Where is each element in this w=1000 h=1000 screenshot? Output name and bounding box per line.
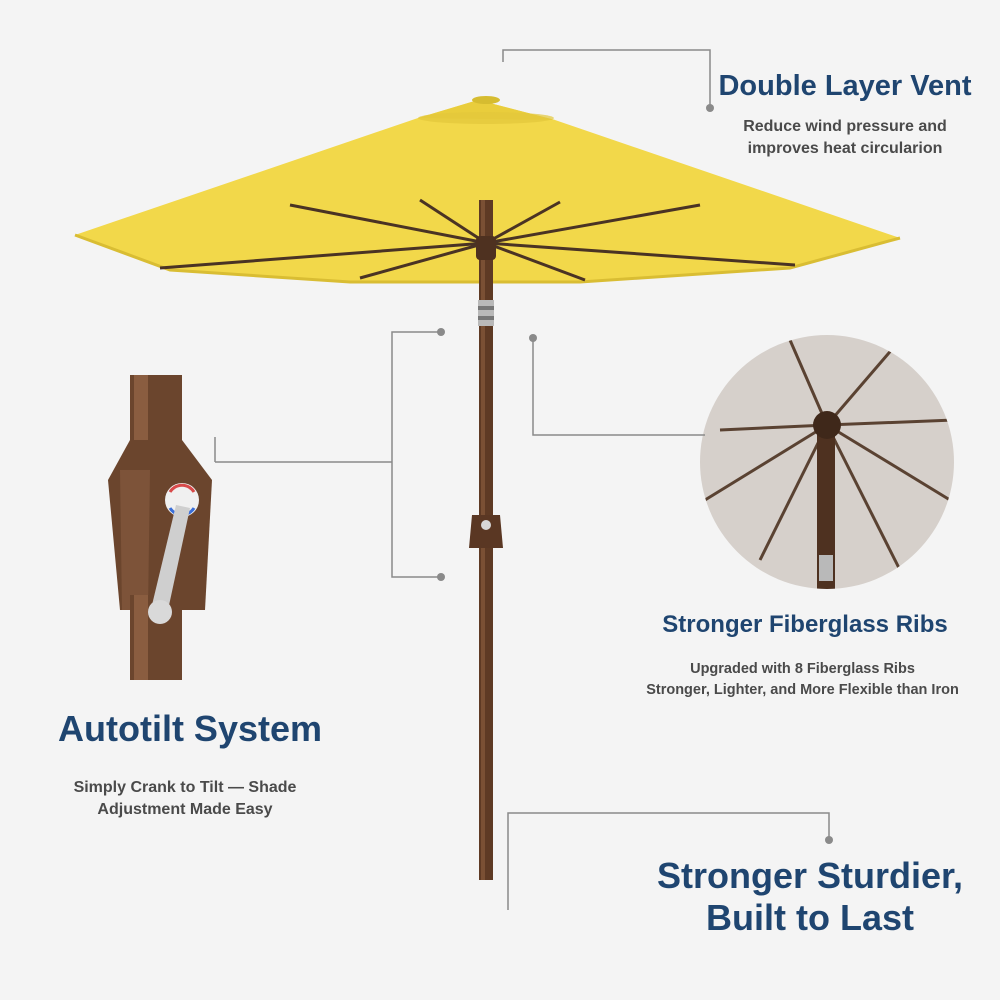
callout-lines (214, 49, 830, 910)
vent-description-line: improves heat circularion (747, 140, 943, 157)
ribs-title: Stronger Fiberglass Ribs (662, 611, 948, 638)
crank-detail-image (108, 375, 212, 680)
canopy-ribs (159, 198, 796, 282)
ribs-description-line: Stronger, Lighter, and More Flexible tha… (646, 682, 959, 698)
callout-dots (437, 104, 833, 844)
ribs-description-line: Upgraded with 8 Fiberglass Ribs (690, 661, 915, 677)
autotilt-title: Autotilt System (57, 708, 323, 749)
vent-description-line: Reduce wind pressure and (743, 118, 947, 135)
ribs-closeup-image (700, 335, 954, 589)
umbrella-canopy (74, 96, 901, 284)
sturdy-title: Stronger Sturdier, Built to Last (620, 855, 1000, 939)
autotilt-description: Simply Crank to Tilt — Shade Adjustment … (40, 777, 330, 821)
sturdy-title-line: Built to Last (706, 897, 914, 938)
autotilt-description-line: Simply Crank to Tilt — Shade (73, 779, 297, 796)
vent-description: Reduce wind pressure and improves heat c… (700, 116, 990, 160)
sturdy-title-line: Stronger Sturdier, (656, 855, 964, 896)
vent-title: Double Layer Vent (718, 70, 972, 102)
ribs-description: Upgraded with 8 Fiberglass Ribs Stronger… (610, 659, 995, 701)
autotilt-description-line: Adjustment Made Easy (97, 801, 273, 818)
umbrella-pole (469, 200, 503, 880)
